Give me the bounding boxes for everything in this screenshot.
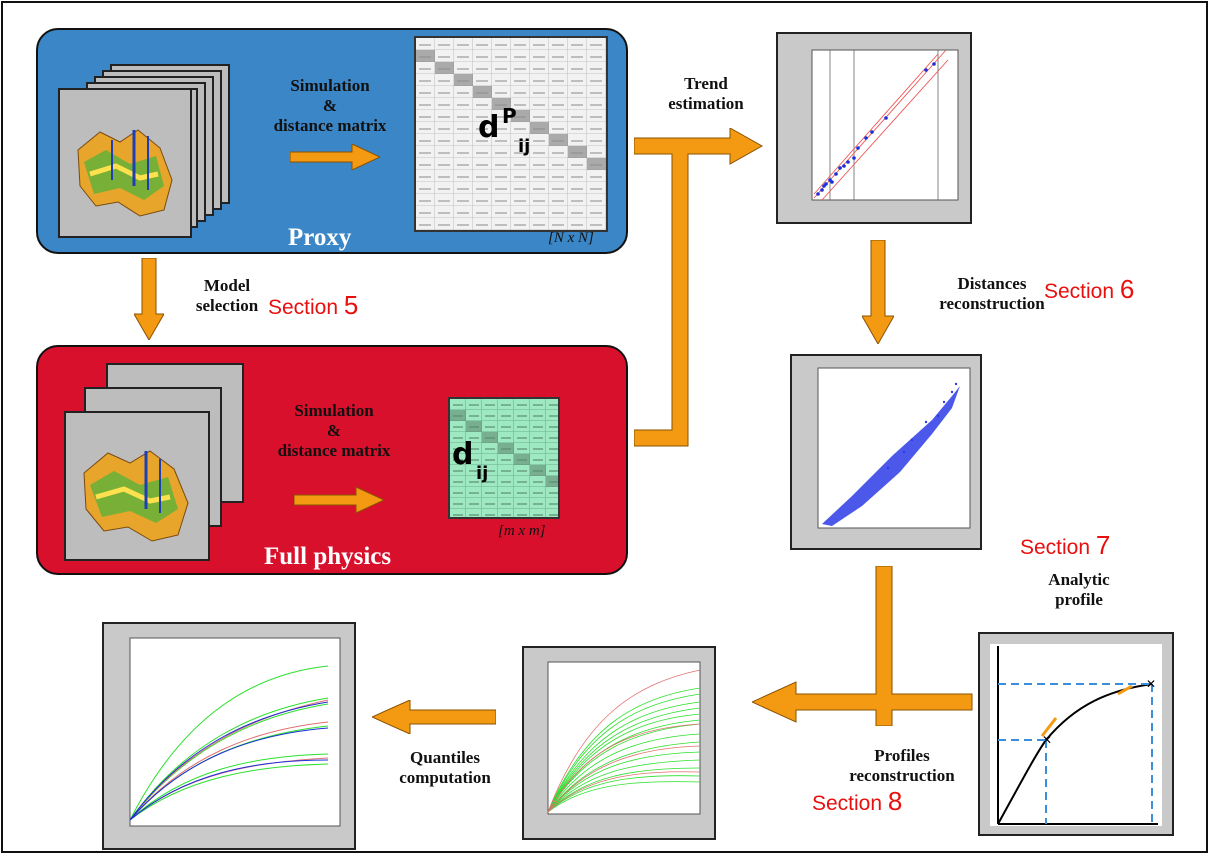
full-matrix-sub: ij: [476, 463, 489, 484]
full-physics-panel: Simulation & distance matrix: [36, 345, 628, 575]
section-word: Section: [268, 296, 339, 319]
profiles-plot: [522, 646, 716, 840]
trend-estimation-label: Trend estimation: [668, 74, 744, 113]
full-matrix-dim: [m x m]: [498, 523, 546, 539]
model-selection-arrow: [134, 258, 164, 340]
section-word: Section: [1044, 280, 1115, 303]
analytic-section: Section 7: [1020, 530, 1110, 561]
analytic-profile-label: Analytic profile: [1048, 570, 1110, 609]
full-matrix-d: d: [452, 437, 474, 472]
model-selection-label: Model selection: [195, 276, 259, 315]
proxy-model-stack-sheet: [58, 88, 192, 238]
svg-text:✕: ✕: [1146, 677, 1156, 691]
distances-reconstruction-label: Distances reconstruction: [939, 274, 1045, 313]
full-physics-title: Full physics: [264, 543, 392, 570]
trend-connector-arrow: [634, 128, 764, 447]
proxy-matrix-dim: [N x N]: [548, 230, 594, 246]
trend-scatter-plot: [776, 32, 972, 224]
full-model-stack-sheet: [64, 411, 210, 561]
proxy-simulation-arrow: [290, 144, 380, 170]
profiles-reconstruction-arrow: [752, 566, 973, 726]
section-number: 8: [887, 786, 903, 816]
distances-scatter-plot: [790, 354, 982, 550]
reservoir-model-image: [77, 129, 173, 217]
section-word: Section: [812, 792, 883, 815]
full-simulation-label: Simulation & distance matrix: [277, 401, 391, 460]
section-number: 7: [1095, 530, 1111, 560]
profiles-section: Section 8: [812, 786, 902, 817]
proxy-title: Proxy: [288, 224, 352, 251]
proxy-panel: Simulation & distance matrix: [36, 28, 628, 254]
proxy-distance-matrix: [414, 36, 608, 232]
quantiles-plot: [102, 622, 356, 850]
reservoir-model-image: [83, 450, 189, 542]
proxy-matrix-sub: ij: [518, 136, 531, 157]
analytic-profile-plot: ✕ ✕: [978, 632, 1174, 836]
profiles-reconstruction-label: Profiles reconstruction: [849, 746, 955, 785]
proxy-matrix-d: d: [478, 110, 500, 145]
section-number: 5: [343, 290, 359, 320]
section-word: Section: [1020, 536, 1091, 559]
quantiles-arrow: [372, 700, 496, 734]
full-distance-matrix: [448, 397, 560, 519]
proxy-matrix-sup: P: [502, 104, 517, 128]
proxy-simulation-label: Simulation & distance matrix: [273, 76, 387, 135]
full-simulation-arrow: [294, 487, 384, 513]
distances-section: Section 6: [1044, 274, 1134, 305]
distances-arrow: [862, 240, 894, 344]
section-number: 6: [1119, 274, 1135, 304]
svg-text:✕: ✕: [1042, 733, 1052, 747]
model-selection-section: Section 5: [268, 290, 358, 321]
quantiles-computation-label: Quantiles computation: [399, 748, 491, 787]
